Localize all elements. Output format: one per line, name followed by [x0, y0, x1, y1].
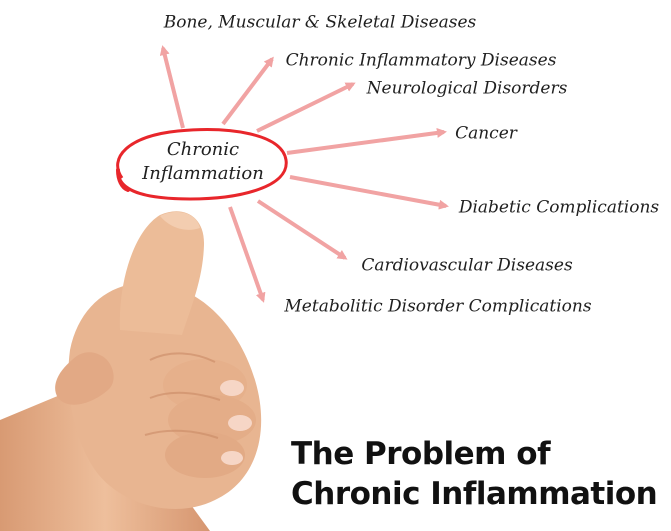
center-label-line2: Inflammation: [142, 162, 264, 186]
label-metabolitic: Metabolitic Disorder Complications: [284, 299, 591, 316]
pointing-hand: [0, 211, 261, 531]
headline-line1: The Problem of: [291, 434, 657, 474]
headline: The Problem of Chronic Inflammation: [291, 434, 657, 514]
arrow-diabetic: [290, 177, 446, 206]
center-node-label: Chronic Inflammation: [142, 138, 264, 186]
arrow-cardiovascular: [258, 201, 345, 258]
arrow-neurological: [257, 84, 353, 131]
label-bone-muscular-skeletal: Bone, Muscular & Skeletal Diseases: [164, 15, 477, 32]
center-label-line1: Chronic: [142, 138, 264, 162]
arrow-chronic-inflammatory: [223, 59, 272, 124]
headline-line2: Chronic Inflammation: [291, 474, 657, 514]
label-cancer: Cancer: [455, 126, 517, 143]
label-neurological: Neurological Disorders: [367, 81, 568, 98]
label-chronic-inflammatory: Chronic Inflammatory Diseases: [286, 53, 557, 70]
arrow-cancer: [287, 132, 444, 153]
arrow-bone-muscular-skeletal: [163, 48, 183, 128]
arrow-metabolitic: [230, 207, 263, 300]
label-cardiovascular: Cardiovascular Diseases: [361, 258, 572, 275]
label-diabetic: Diabetic Complications: [459, 200, 659, 217]
